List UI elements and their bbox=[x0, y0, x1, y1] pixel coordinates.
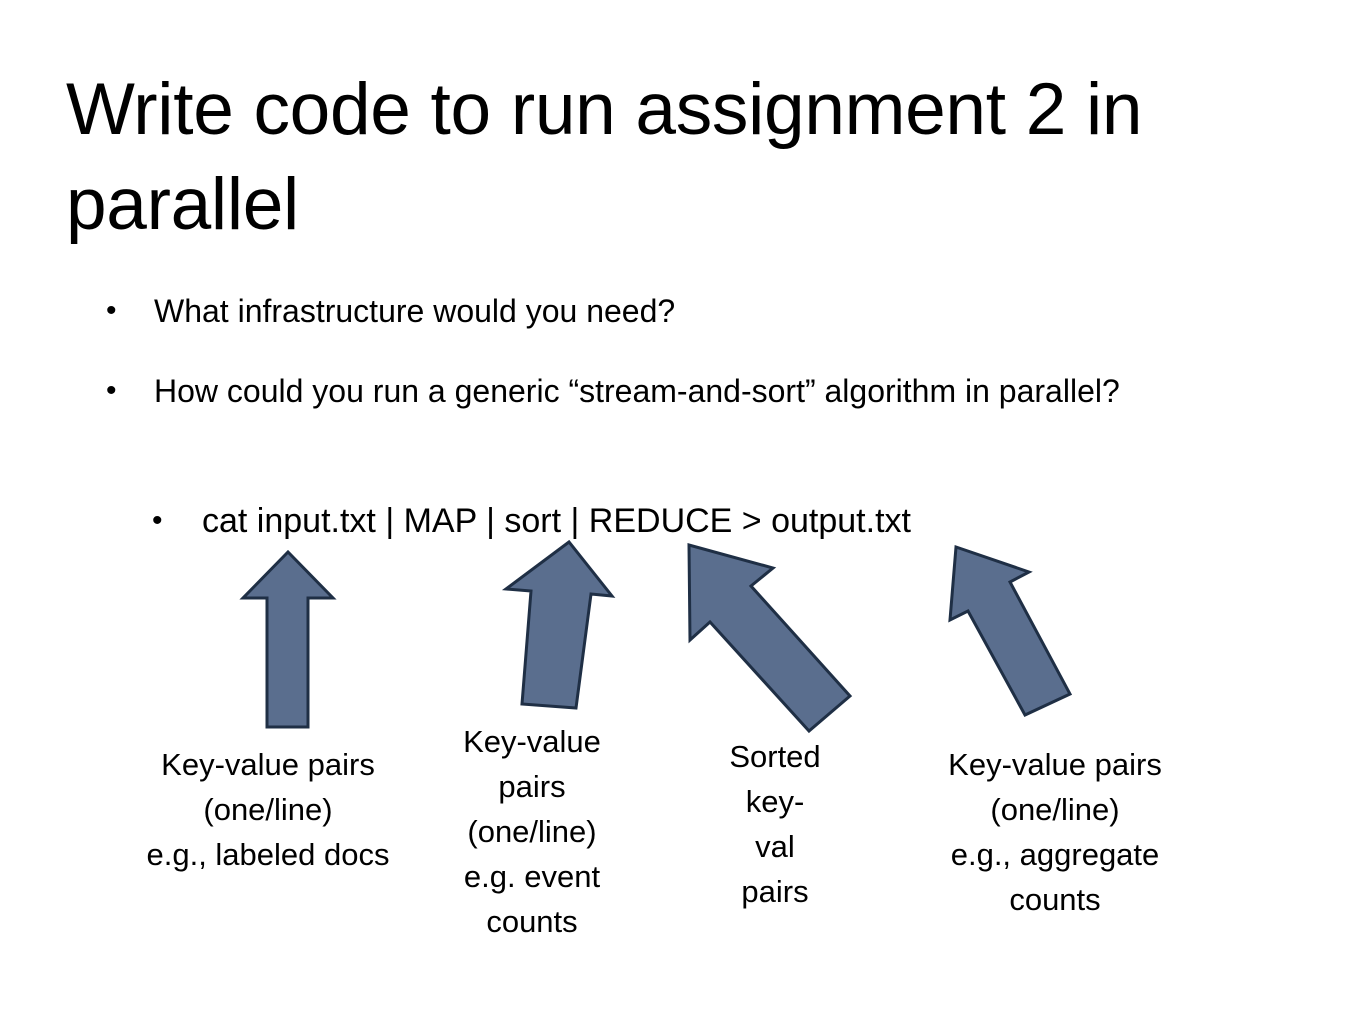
arrow-up-icon bbox=[501, 539, 616, 710]
label-map-output: Key-value pairs (one/line) e.g. event co… bbox=[432, 719, 632, 944]
label-line: (one/line) bbox=[467, 814, 597, 849]
label-map-input: Key-value pairs (one/line) e.g., labeled… bbox=[108, 742, 428, 877]
label-line: (one/line) bbox=[990, 792, 1120, 827]
label-line: e.g., labeled docs bbox=[146, 837, 390, 872]
arrow-up-icon bbox=[239, 549, 337, 729]
bullet-text: What infrastructure would you need? bbox=[154, 293, 676, 329]
label-line: pairs bbox=[741, 874, 809, 909]
bullet-dot: • bbox=[106, 294, 117, 327]
label-line: e.g. event bbox=[463, 859, 601, 894]
label-line: Key-value bbox=[463, 724, 601, 759]
label-line: key- bbox=[745, 784, 805, 819]
label-line: val bbox=[755, 829, 795, 864]
bullet-stream-and-sort: • How could you run a generic “stream-an… bbox=[106, 367, 1214, 415]
pipeline-command: cat input.txt | MAP | sort | REDUCE > ou… bbox=[202, 502, 911, 540]
label-reduce-output: Key-value pairs (one/line) e.g., aggrega… bbox=[905, 742, 1205, 922]
bullet-dot: • bbox=[152, 504, 163, 537]
label-line: (one/line) bbox=[203, 792, 333, 827]
bullet-dot: • bbox=[106, 374, 117, 407]
label-sorted: Sorted key- val pairs bbox=[700, 734, 850, 914]
arrow-up-diagonal-icon bbox=[687, 543, 853, 734]
slide-title: Write code to run assignment 2 in parall… bbox=[66, 69, 1143, 245]
bullet-infrastructure: • What infrastructure would you need? bbox=[106, 287, 1234, 335]
label-line: e.g., aggregate bbox=[950, 837, 1160, 872]
bullet-text: How could you run a generic “stream-and-… bbox=[154, 373, 1120, 409]
label-line: counts bbox=[1009, 882, 1101, 917]
label-line: Key-value pairs bbox=[161, 747, 375, 782]
sub-bullet-pipeline: • cat input.txt | MAP | sort | REDUCE > … bbox=[152, 497, 1202, 545]
arrow-up-diagonal-icon bbox=[948, 544, 1073, 717]
label-line: Key-value pairs bbox=[948, 747, 1162, 782]
label-line: counts bbox=[486, 904, 578, 939]
label-line: Sorted bbox=[729, 739, 821, 774]
label-line: pairs bbox=[498, 769, 566, 804]
